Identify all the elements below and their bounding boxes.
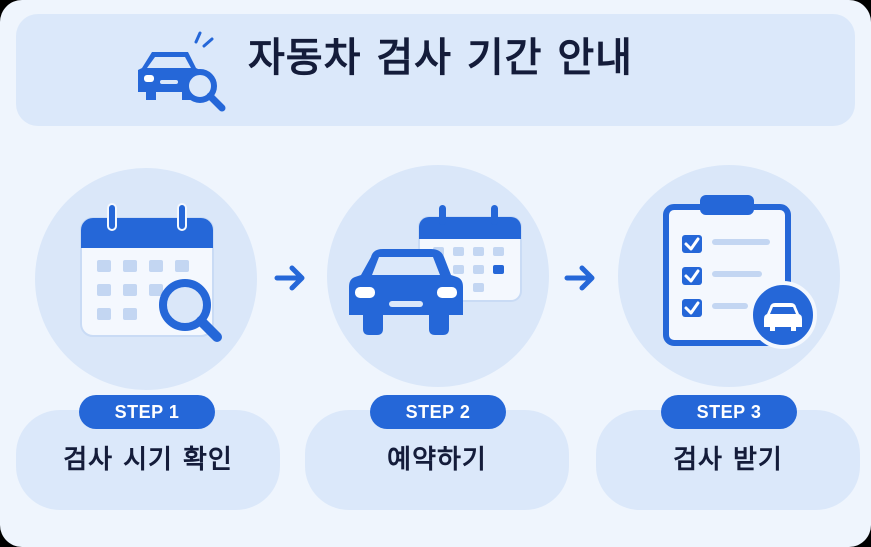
step3-label: 검사 받기 <box>673 445 783 475</box>
step2-box: 예약하기 <box>305 410 569 510</box>
step3-badge: STEP 3 <box>661 395 797 429</box>
car-calendar-icon <box>349 205 522 335</box>
step2-badge: STEP 2 <box>370 395 506 429</box>
step1-label: 검사 시기 확인 <box>63 445 233 475</box>
step1-badge: STEP 1 <box>79 395 215 429</box>
car-search-icon <box>138 31 226 112</box>
step1-illustration <box>35 168 257 390</box>
checklist-car-icon <box>663 195 817 349</box>
step3-illustration <box>618 165 840 387</box>
step2-label: 예약하기 <box>387 445 487 475</box>
arrow-right-icon <box>274 265 305 291</box>
page-title: 자동차 검사 기간 안내 <box>248 35 633 81</box>
calendar-search-icon <box>80 203 222 342</box>
step1-box: 검사 시기 확인 <box>16 410 280 510</box>
arrow-right-icon <box>564 265 595 291</box>
step2-illustration <box>327 165 549 387</box>
